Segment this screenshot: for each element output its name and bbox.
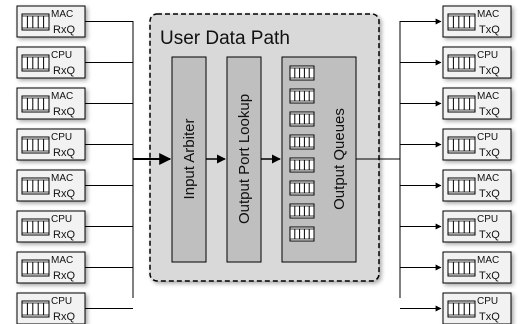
tx-queue-type: CPU xyxy=(477,214,498,225)
tx-queue-name: TxQ xyxy=(479,229,500,241)
rx-queue-0: MAC RxQ xyxy=(16,5,86,38)
rx-queue-5: CPU RxQ xyxy=(16,210,86,243)
output-queue-icon xyxy=(289,88,315,104)
output-queue-icon xyxy=(289,65,315,81)
tx-queue-icon xyxy=(447,13,476,31)
rx-queue-name: RxQ xyxy=(53,229,75,241)
tx-queue-6: MAC TxQ xyxy=(442,251,512,284)
rx-queue-name: RxQ xyxy=(53,147,75,159)
tx-queue-name: TxQ xyxy=(479,311,500,323)
output-queue-icon xyxy=(289,226,315,242)
rx-queue-name: RxQ xyxy=(53,65,75,77)
tx-queue-5: CPU TxQ xyxy=(442,210,512,243)
tx-queue-icon xyxy=(447,218,476,236)
rx-queue-2: MAC RxQ xyxy=(16,87,86,120)
tx-queue-type: CPU xyxy=(477,296,498,307)
rx-queue-type: CPU xyxy=(51,296,72,307)
tx-queue-name: TxQ xyxy=(479,147,500,159)
rx-queues: MAC RxQ CPU RxQ MAC RxQ CPU RxQ MAC RxQ CPU RxQ MAC R… xyxy=(16,5,133,324)
rx-queue-name: RxQ xyxy=(53,106,75,118)
rx-queue-type: CPU xyxy=(51,50,72,61)
tx-queue-icon xyxy=(447,95,476,113)
user-data-path-title: User Data Path xyxy=(160,28,290,49)
rx-queue-6: MAC RxQ xyxy=(16,251,86,284)
rx-queue-name: RxQ xyxy=(53,24,75,36)
output-queue-icon xyxy=(289,180,315,196)
rx-queue-type: MAC xyxy=(51,9,73,20)
output-port-lookup-box xyxy=(226,56,262,263)
tx-queue-icon xyxy=(447,259,476,277)
rx-queue-icon xyxy=(21,218,50,236)
tx-queue-icon xyxy=(447,136,476,154)
tx-queue-box xyxy=(442,46,512,79)
output-queue-icon xyxy=(289,111,315,127)
tx-queue-0: MAC TxQ xyxy=(442,5,512,38)
rx-queue-icon xyxy=(21,13,50,31)
output-port-lookup: Output Port Lookup xyxy=(226,56,262,263)
rx-queue-icon xyxy=(21,177,50,195)
tx-queue-7: CPU TxQ xyxy=(442,292,512,324)
rx-queue-type: CPU xyxy=(51,132,72,143)
tx-queue-type: MAC xyxy=(477,255,499,266)
tx-queue-name: TxQ xyxy=(479,106,500,118)
rx-queue-icon xyxy=(21,300,50,318)
tx-queue-icon xyxy=(447,300,476,318)
rx-queue-type: MAC xyxy=(51,255,73,266)
input-arbiter-label: Input Arbiter xyxy=(181,119,198,200)
tx-queue-3: CPU TxQ xyxy=(442,128,512,161)
tx-queue-icon xyxy=(447,177,476,195)
tx-queue-type: MAC xyxy=(477,91,499,102)
rx-queue-type: CPU xyxy=(51,214,72,225)
rx-queue-name: RxQ xyxy=(53,270,75,282)
rx-queue-icon xyxy=(21,136,50,154)
rx-queue-icon xyxy=(21,95,50,113)
tx-queue-name: TxQ xyxy=(479,24,500,36)
tx-queue-type: MAC xyxy=(477,173,499,184)
rx-queue-4: MAC RxQ xyxy=(16,169,86,202)
output-queues: Output Queues xyxy=(281,56,357,263)
rx-queue-name: RxQ xyxy=(53,311,75,323)
tx-queue-4: MAC TxQ xyxy=(442,169,512,202)
tx-queue-type: CPU xyxy=(477,132,498,143)
rx-queue-1: CPU RxQ xyxy=(16,46,86,79)
rx-queue-type: MAC xyxy=(51,91,73,102)
rx-queue-name: RxQ xyxy=(53,188,75,200)
input-arbiter: Input Arbiter xyxy=(171,56,207,263)
tx-queue-type: MAC xyxy=(477,9,499,20)
output-queue-icon xyxy=(289,203,315,219)
tx-queue-name: TxQ xyxy=(479,65,500,77)
input-bus xyxy=(132,21,172,298)
output-queue-icon xyxy=(289,134,315,150)
tx-queues: MAC TxQ CPU TxQ MAC TxQ CPU TxQ MAC TxQ CPU TxQ MAC T… xyxy=(400,5,512,324)
output-queues-label: Output Queues xyxy=(331,108,348,210)
output-bus xyxy=(356,21,401,298)
rx-queue-type: MAC xyxy=(51,173,73,184)
rx-queue-box xyxy=(16,210,86,243)
rx-queue-7: CPU RxQ xyxy=(16,292,86,324)
rx-queue-3: CPU RxQ xyxy=(16,128,86,161)
tx-queue-type: CPU xyxy=(477,50,498,61)
rx-queue-icon xyxy=(21,259,50,277)
tx-queue-icon xyxy=(447,54,476,72)
rx-queue-icon xyxy=(21,54,50,72)
output-queues-icons xyxy=(289,65,315,242)
output-port-lookup-label: Output Port Lookup xyxy=(236,94,253,224)
output-queue-icon xyxy=(289,157,315,173)
input-arbiter-box xyxy=(171,56,207,263)
tx-queue-name: TxQ xyxy=(479,270,500,282)
tx-queue-name: TxQ xyxy=(479,188,500,200)
rx-queue-box xyxy=(16,128,86,161)
tx-queue-1: CPU TxQ xyxy=(442,46,512,79)
tx-queue-2: MAC TxQ xyxy=(442,87,512,120)
